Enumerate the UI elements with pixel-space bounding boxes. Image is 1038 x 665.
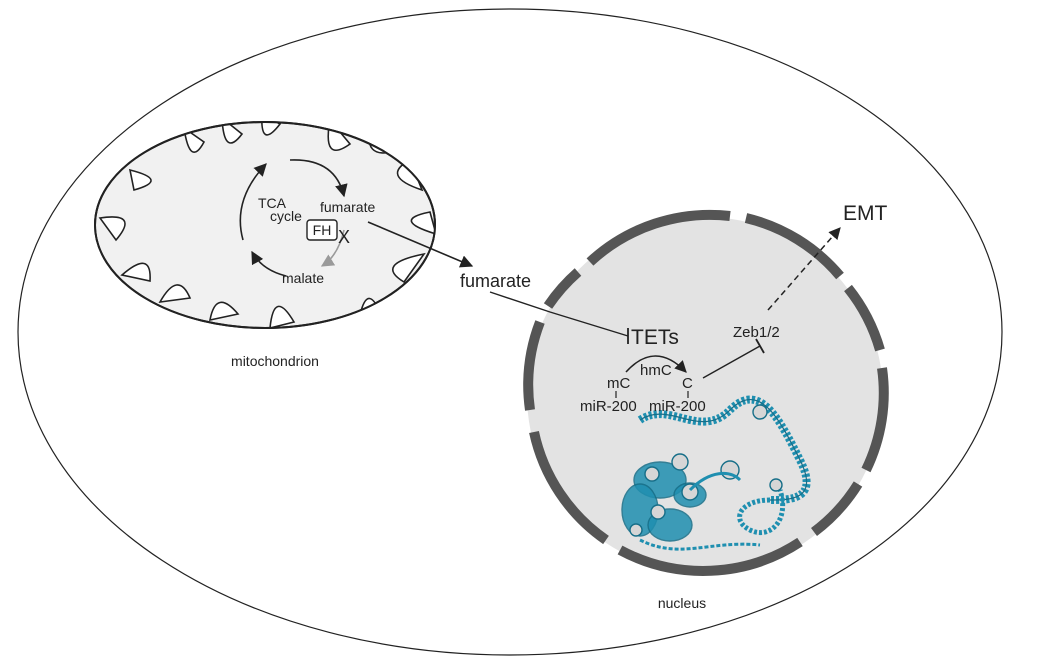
- tca-label-line2: cycle: [270, 208, 302, 224]
- tca-cycle-arrows: [239, 159, 348, 277]
- chromatin-dna: [621, 395, 811, 551]
- fh-enzyme-label: FH: [313, 222, 332, 238]
- c-label: C: [682, 375, 693, 392]
- tca-arrow-left-up: [239, 163, 267, 241]
- mitochondrion: TCA cycle fumarate FH X malate: [94, 121, 436, 329]
- fh-block-mark: X: [338, 227, 350, 247]
- zeb-label: Zeb1/2: [733, 324, 780, 341]
- malate-label: malate: [282, 270, 324, 286]
- fh-gray-arrow: [320, 229, 345, 267]
- nucleosome-cluster: [621, 404, 783, 542]
- nucleus-interior: [527, 217, 883, 573]
- nucleus: TETs hmC mC C miR-200 miR-200 Zeb1/2 EMT…: [489, 209, 889, 576]
- dna-strand-lower: [737, 489, 786, 536]
- tca-arrow-top: [289, 159, 348, 198]
- mir200-right-label: miR-200: [649, 398, 706, 415]
- mir200-inhibits-zeb: [702, 345, 761, 379]
- fumarate-cyto-label: fumarate: [460, 271, 531, 291]
- cell-membrane: [17, 8, 1003, 656]
- fumarate-export-arrow: [367, 221, 474, 268]
- mitochondrion-label: mitochondrion: [231, 353, 319, 369]
- demethylation-arc: [625, 355, 687, 373]
- hmc-label: hmC: [640, 362, 672, 379]
- fumarate-mito-label: fumarate: [320, 199, 375, 215]
- tets-label: TETs: [631, 326, 679, 349]
- zeb-to-emt-arrow: [767, 227, 841, 311]
- tca-arrow-bottom: [251, 250, 287, 277]
- fumarate-inhibits-tets: [489, 291, 629, 337]
- mir200-left-label: miR-200: [580, 398, 637, 415]
- nucleus-label: nucleus: [658, 595, 706, 611]
- tca-label-line1: TCA: [258, 195, 287, 211]
- nuclear-envelope: [523, 209, 889, 576]
- fh-enzyme-box: [306, 219, 338, 241]
- dna-tail: [639, 538, 761, 551]
- emt-label: EMT: [843, 202, 888, 225]
- mc-label: mC: [607, 375, 630, 392]
